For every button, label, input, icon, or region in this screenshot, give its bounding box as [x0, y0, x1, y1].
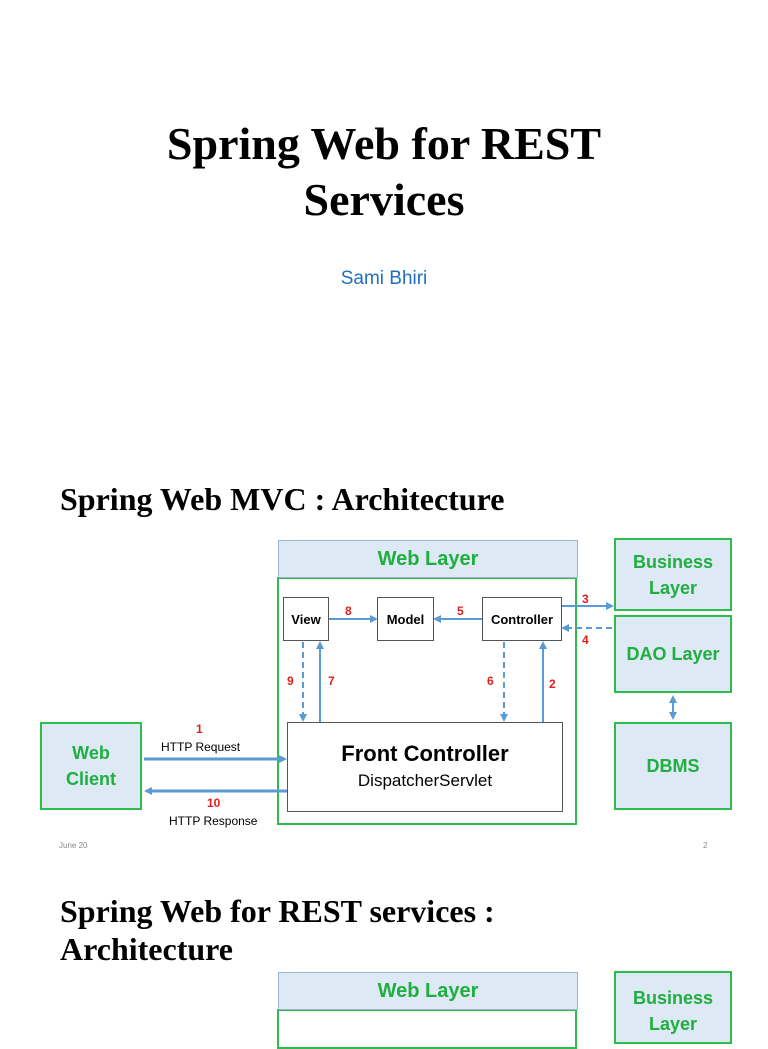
step-8: 8: [345, 604, 352, 618]
step-1: 1: [196, 722, 203, 736]
business-layer-box: Business Layer: [614, 971, 732, 1044]
business-layer-label-2: Layer: [648, 577, 698, 598]
presentation-title: Spring Web for REST Services: [0, 116, 768, 228]
author-name: Sami Bhiri: [340, 268, 428, 289]
business-layer-label-1: Business: [632, 551, 714, 572]
step-7: 7: [328, 674, 335, 688]
step-4: 4: [582, 633, 589, 647]
controller-box: Controller: [482, 597, 562, 641]
business-layer-label-1: Business: [632, 988, 714, 1008]
business-layer-label-2: Layer: [648, 1014, 698, 1034]
slide3-title-line-1: Spring Web for REST services :: [60, 893, 495, 929]
web-layer-header: Web Layer: [278, 540, 578, 578]
dbms-label: DBMS: [646, 756, 700, 776]
slide-title: Spring Web for REST services : Architect…: [60, 892, 495, 968]
dao-layer-label: DAO Layer: [626, 644, 720, 664]
dbms-box: DBMS: [614, 722, 732, 810]
web-client-label-2: Client: [65, 769, 116, 789]
front-controller-title: Front Controller: [341, 741, 509, 766]
view-box: View: [283, 597, 329, 641]
web-client-label-1: Web: [72, 743, 110, 763]
dispatcher-servlet-label: DispatcherServlet: [357, 771, 493, 790]
title-line-1: Spring Web for REST: [166, 118, 602, 169]
http-response-label: HTTP Response: [169, 814, 258, 828]
footer-page-number: 2: [703, 841, 708, 850]
step-5: 5: [457, 604, 464, 618]
step-6: 6: [487, 674, 494, 688]
step-10: 10: [207, 796, 221, 810]
dao-layer-box: DAO Layer: [614, 615, 732, 693]
title-slide: Spring Web for REST Services Sami Bhiri: [0, 0, 768, 440]
architecture-slide: Spring Web MVC : Architecture Web Layer …: [0, 440, 768, 860]
slide3-title-line-2: Architecture: [60, 931, 233, 967]
title-line-2: Services: [303, 174, 465, 225]
http-request-label: HTTP Request: [161, 740, 241, 754]
step-9: 9: [287, 674, 294, 688]
rest-architecture-slide: Spring Web for REST services : Architect…: [0, 860, 768, 1049]
flow-arrows: [144, 602, 677, 795]
slide-title: Spring Web MVC : Architecture: [60, 481, 505, 517]
web-layer-header: Web Layer: [278, 972, 578, 1010]
footer-date: June 20: [59, 841, 88, 850]
business-layer-box: Business Layer: [614, 538, 732, 611]
step-3: 3: [582, 592, 589, 606]
front-controller-box: Front Controller DispatcherServlet: [287, 722, 563, 812]
step-2: 2: [549, 677, 556, 691]
web-layer-frame: [277, 1009, 577, 1049]
web-client-box: Web Client: [40, 722, 142, 810]
